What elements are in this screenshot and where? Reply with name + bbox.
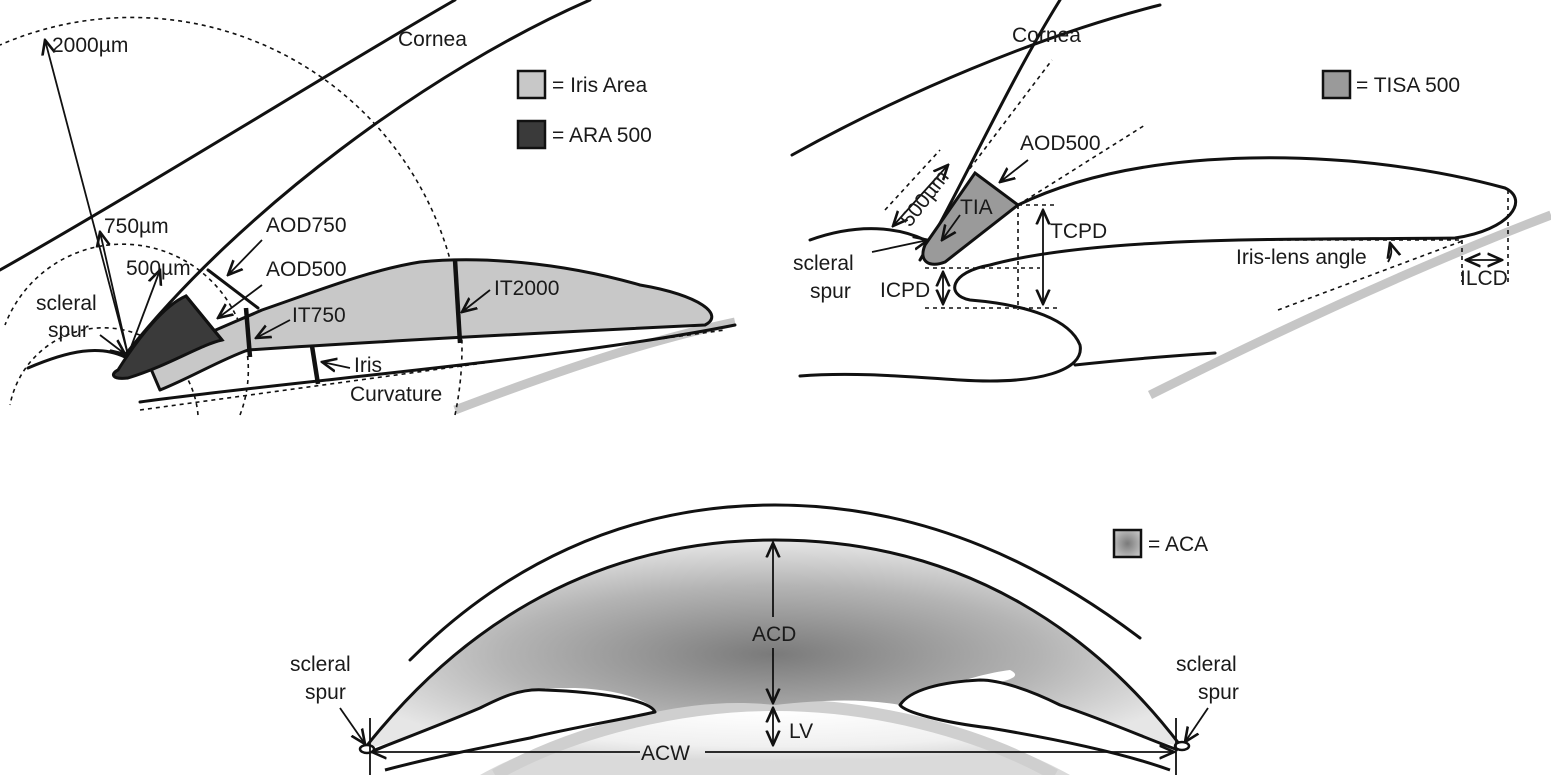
scleral-spur-leader-right-bottom	[1185, 707, 1209, 742]
cornea-inner-line	[123, 0, 592, 357]
radius-500-label: 500µm	[126, 257, 191, 280]
it2000-label: IT2000	[494, 277, 559, 300]
scleral-spur-label-line2: spur	[48, 319, 89, 342]
ilcd-label: ILCD	[1460, 267, 1508, 290]
legend-swatch-iris-area	[516, 69, 547, 100]
scleral-spur-leader-left	[339, 707, 365, 744]
scleral-spur-label-line1: scleral	[36, 292, 97, 315]
tcpd-label: TCPD	[1050, 220, 1107, 243]
cornea-label-right: Cornea	[1012, 24, 1081, 47]
cornea-outer-arc	[408, 503, 1142, 662]
cornea-outer-line	[0, 0, 457, 272]
tia-label: TIA	[960, 196, 993, 219]
scleral-spur-leader-right	[871, 240, 928, 253]
scleral-spur-right	[1173, 740, 1191, 752]
aod750-label: AOD750	[266, 214, 347, 237]
it750-label: IT750	[292, 304, 346, 327]
acd-label: ACD	[752, 623, 796, 646]
panel-bottom: ACD LV ACW scleral spur scleral spur = A…	[290, 503, 1239, 775]
radius-500-arrow-right	[893, 165, 948, 226]
legend-iris-area-label: = Iris Area	[552, 74, 647, 97]
aod750-leader	[228, 239, 263, 275]
iris-left	[369, 688, 657, 772]
aod500-label: AOD500	[266, 258, 347, 281]
iris-chord-line	[139, 329, 726, 411]
iris-curvature-label-line1: Iris	[354, 354, 382, 377]
legend-swatch-tisa-500	[1321, 69, 1352, 100]
aod500-guide-upper	[964, 59, 1053, 176]
cornea-outer-line-right	[790, 3, 1162, 157]
radius-750-arrow	[100, 232, 129, 356]
lens-surface-right	[1147, 210, 1551, 400]
radius-2000-arrow	[45, 40, 129, 356]
ciliary-lower-line	[1073, 351, 1217, 367]
legend-top-right: = TISA 500	[1321, 69, 1460, 100]
ara-500-shape	[111, 294, 225, 380]
iris-right	[898, 678, 1179, 772]
radius-750-label: 750µm	[104, 215, 169, 238]
it2000-leader	[462, 289, 491, 312]
legend-ara-500-label: = ARA 500	[552, 124, 652, 147]
panel-top-left: Cornea 2000µm 750µm 500µm scleral spur A…	[0, 0, 737, 416]
legend-top-left: = Iris Area = ARA 500	[516, 69, 652, 150]
icpd-label: ICPD	[880, 279, 930, 302]
scleral-spur-left	[358, 743, 376, 755]
legend-aca-label: = ACA	[1148, 533, 1208, 556]
iris-lens-angle-label: Iris-lens angle	[1236, 246, 1367, 269]
iris-curvature-label-line2: Curvature	[350, 383, 442, 406]
cornea-inner-arc	[363, 538, 1182, 750]
radius-2000-label: 2000µm	[52, 34, 128, 57]
aod500-bar	[184, 294, 224, 342]
aod750-bar	[206, 268, 260, 310]
lv-label: LV	[789, 720, 813, 743]
scleral-spur-left-line1: scleral	[290, 653, 351, 676]
legend-bottom: = ACA	[1112, 528, 1208, 559]
iris-ciliary-outline	[798, 156, 1518, 383]
lens-surface	[453, 317, 736, 415]
aod500-guide-lower	[1017, 124, 1146, 206]
legend-swatch-ara-500	[516, 119, 547, 150]
tia-arrow	[942, 214, 961, 240]
iris-lens-angle-arc	[1388, 243, 1391, 263]
panel-top-right: Cornea AOD500 500µm TIA TCPD scleral spu…	[790, 0, 1551, 400]
scleral-spur-leader	[99, 334, 125, 354]
iris-lens-angle-guide	[1277, 239, 1466, 311]
iris-curvature-leader	[322, 362, 351, 368]
scleral-spur-label-right-line2: spur	[810, 280, 851, 303]
scleral-spur-label-right-line1: scleral	[793, 252, 854, 275]
iris-curvature-bar	[309, 345, 321, 385]
it750-bar	[243, 307, 253, 358]
legend-tisa-500-label: = TISA 500	[1356, 74, 1460, 97]
iris-area-shape	[146, 258, 714, 392]
cornea-label: Cornea	[398, 28, 467, 51]
acw-label: ACW	[641, 742, 690, 765]
scleral-spur-left-line2: spur	[305, 681, 346, 704]
it750-leader	[256, 319, 291, 338]
aod500-label-right: AOD500	[1020, 132, 1101, 155]
scleral-spur-right-line2: spur	[1198, 681, 1239, 704]
aod500-leader	[218, 284, 263, 318]
radius-500-arrow	[127, 270, 160, 356]
aod500-leader-right	[1000, 159, 1029, 182]
it2000-bar	[452, 259, 463, 344]
sclera-line	[26, 348, 127, 370]
scleral-spur-right-line1: scleral	[1176, 653, 1237, 676]
sclera-line-right	[808, 227, 927, 242]
legend-swatch-aca	[1112, 528, 1143, 559]
